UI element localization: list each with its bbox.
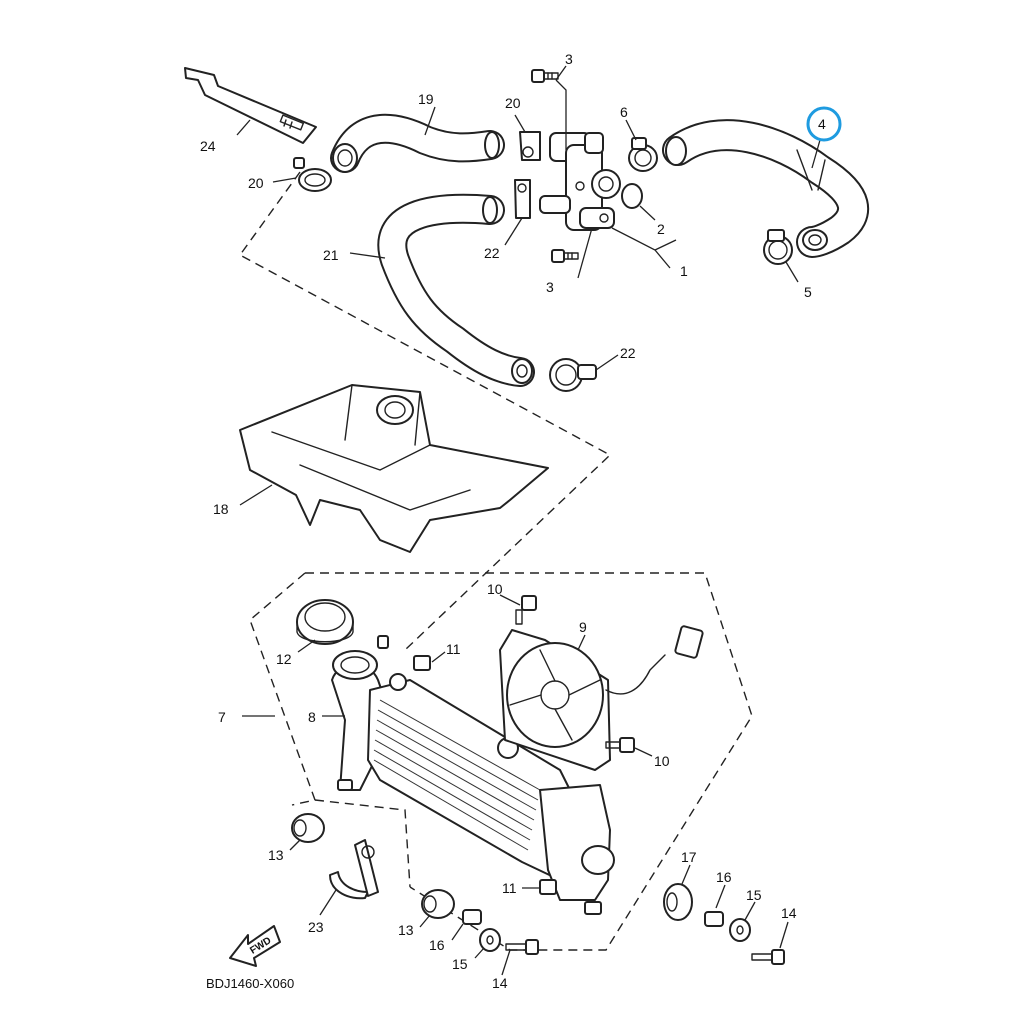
callout-20-left: 20 <box>248 175 264 191</box>
hose-clamp-5 <box>763 229 793 265</box>
callout-18: 18 <box>213 501 229 517</box>
fwd-arrow-icon: FWD <box>229 925 281 967</box>
o-ring-2 <box>621 183 643 209</box>
bolt-10-upper <box>515 595 537 625</box>
collar-16-right <box>704 911 724 927</box>
hose-21 <box>377 193 535 387</box>
callout-24: 24 <box>200 138 216 154</box>
bolt-10-lower <box>605 737 635 753</box>
callout-9: 9 <box>579 619 587 635</box>
callout-11-lower: 11 <box>502 880 517 896</box>
leader-lines <box>236 65 821 976</box>
callout-19: 19 <box>418 91 434 107</box>
callout-15-right: 15 <box>746 887 762 903</box>
bolt-14-right <box>751 949 785 965</box>
callout-23: 23 <box>308 919 324 935</box>
hose-4 <box>662 119 870 258</box>
highlight-ring <box>806 106 842 142</box>
hose-clamp-22-lower <box>549 358 597 392</box>
callout-12: 12 <box>276 651 292 667</box>
hose-guide-strip <box>184 67 317 144</box>
callout-21: 21 <box>323 247 339 263</box>
callout-13-left: 13 <box>268 847 284 863</box>
callout-6: 6 <box>620 104 628 120</box>
callout-16-left: 16 <box>429 937 445 953</box>
bolt-3-upper <box>531 69 559 83</box>
callout-22-upper: 22 <box>484 245 500 261</box>
clip-11-upper <box>413 655 431 671</box>
callout-13-right: 13 <box>398 922 414 938</box>
bracket-23 <box>329 839 379 900</box>
bolt-14-left <box>505 939 539 955</box>
thermostat-housing <box>539 132 621 231</box>
collar-16-left <box>462 909 482 925</box>
callout-11-upper: 11 <box>446 641 461 657</box>
callout-3-upper: 3 <box>565 51 573 67</box>
hose-19 <box>330 113 505 173</box>
callout-5: 5 <box>804 284 812 300</box>
hose-clamp-6 <box>628 137 658 172</box>
grommet-17 <box>663 883 693 921</box>
callout-4: 4 <box>818 116 826 132</box>
hose-clamp-22-upper <box>514 179 531 219</box>
callout-1: 1 <box>680 263 688 279</box>
callout-8: 8 <box>308 709 316 725</box>
callout-10-lower: 10 <box>654 753 670 769</box>
bolt-3-lower <box>551 249 579 263</box>
callout-10-upper: 10 <box>487 581 503 597</box>
callout-3-lower: 3 <box>546 279 554 295</box>
assembly-outlines <box>238 171 753 951</box>
callout-7: 7 <box>218 709 226 725</box>
grommet-13-left <box>291 813 325 843</box>
callout-2: 2 <box>657 221 665 237</box>
clip-11-lower <box>539 879 557 895</box>
hose-clamp-left <box>293 157 332 192</box>
callout-20-right: 20 <box>505 95 521 111</box>
washer-15-right <box>729 918 751 942</box>
hose-clamp-20-right <box>519 131 541 161</box>
callout-15-left: 15 <box>452 956 468 972</box>
radiator-cover <box>239 384 549 553</box>
radiator-cap <box>296 599 354 645</box>
callouts: 1 2 3 3 4 5 6 7 8 9 10 10 11 11 12 13 13… <box>200 51 826 991</box>
radiator-fins <box>373 699 541 851</box>
callout-16-right: 16 <box>716 869 732 885</box>
grommet-13-right <box>421 889 455 919</box>
callout-17: 17 <box>681 849 697 865</box>
washer-15-left <box>479 928 501 952</box>
callout-14-right: 14 <box>781 905 797 921</box>
callout-22-lower: 22 <box>620 345 636 361</box>
radiator-core <box>367 673 615 915</box>
cooling-fan <box>499 625 704 771</box>
diagram-reference-code: BDJ1460-X060 <box>206 976 294 991</box>
callout-14-left: 14 <box>492 975 508 991</box>
